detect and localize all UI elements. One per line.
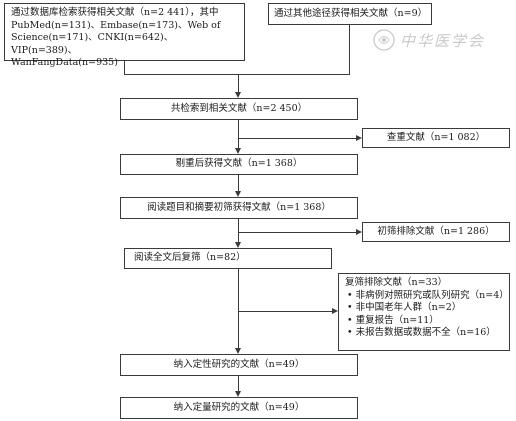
arrowhead-qualitative xyxy=(235,348,241,354)
connector-other-down xyxy=(349,25,350,74)
arrowhead-title-abstract xyxy=(235,191,241,197)
total-retrieved-label: 共检索到相关文献（n=2 450） xyxy=(170,102,308,114)
duplicates-label: 查重文献（n=1 082） xyxy=(386,131,486,143)
total-retrieved-box: 共检索到相关文献（n=2 450） xyxy=(120,98,358,120)
initial-excluded-label: 初筛排除文献（n=1 286） xyxy=(377,225,495,237)
recheck-excluded-box: 复筛排除文献（n=33） • 非病例对照研究或队列研究（n=4） • 非中国老年… xyxy=(338,273,510,351)
qualitative-included-label: 纳入定性研究的文献（n=49） xyxy=(173,358,305,370)
arrowhead-duplicates xyxy=(356,135,362,141)
initial-excluded-box: 初筛排除文献（n=1 286） xyxy=(362,222,510,242)
arrowhead-dedup xyxy=(235,148,241,154)
database-search-line-4: WanFangData(n=935) xyxy=(11,57,118,68)
connector-dedup-down xyxy=(238,175,239,191)
recheck-excluded-item: • 非中国老年人群（n=2） xyxy=(347,302,462,313)
connector-fulltext-down xyxy=(238,269,239,348)
connector-qualitative-down xyxy=(238,376,239,391)
database-search-line-2: PubMed(n=131)、Embase(n=173)、Web of xyxy=(11,19,221,31)
database-search-line-1: 通过数据库检索获得相关文献（n=2 441），其中 xyxy=(11,7,219,18)
connector-merge-horizontal xyxy=(124,74,350,75)
quantitative-included-label: 纳入定量研究的文献（n=49） xyxy=(173,401,305,413)
journal-seal-icon xyxy=(373,29,395,51)
connector-duplicates-branch xyxy=(238,138,356,139)
fulltext-review-box: 阅读全文后复筛（n=82） xyxy=(124,248,332,269)
arrowhead-recheck-excluded xyxy=(332,308,338,314)
arrowhead-fulltext xyxy=(235,242,241,248)
arrowhead-total xyxy=(235,92,241,98)
quantitative-included-box: 纳入定量研究的文献（n=49） xyxy=(120,397,358,419)
other-sources-label: 通过其他途径获得相关文献（n=9） xyxy=(274,7,428,19)
database-search-box: 通过数据库检索获得相关文献（n=2 441），其中 PubMed(n=131)、… xyxy=(4,3,245,68)
other-sources-box: 通过其他途径获得相关文献（n=9） xyxy=(268,3,432,25)
recheck-excluded-title: 复筛排除文献（n=33） xyxy=(345,277,448,288)
arrowhead-initial-excluded xyxy=(356,229,362,235)
after-dedup-box: 剔重后获得文献（n=1 368） xyxy=(120,154,358,175)
connector-screening-down xyxy=(238,219,239,242)
recheck-excluded-item: • 重复报告（n=11） xyxy=(347,314,439,326)
arrowhead-quantitative xyxy=(235,391,241,397)
watermark-text: 中华医学会 xyxy=(400,31,486,50)
connector-recheck-branch xyxy=(238,311,332,312)
duplicates-box: 查重文献（n=1 082） xyxy=(362,128,510,148)
connector-db-down xyxy=(124,61,125,74)
recheck-excluded-item: • 未报告数据或数据不全（n=16） xyxy=(347,327,496,338)
fulltext-review-label: 阅读全文后复筛（n=82） xyxy=(134,252,246,264)
connector-merge-down xyxy=(238,74,239,92)
after-dedup-label: 剔重后获得文献（n=1 368） xyxy=(175,158,303,170)
qualitative-included-box: 纳入定性研究的文献（n=49） xyxy=(120,354,358,376)
journal-watermark: 中华医学会 xyxy=(372,27,512,53)
database-search-line-3: Science(n=171)、CNKI(n=642)、VIP(n=389)、 xyxy=(11,32,174,56)
recheck-excluded-item: • 非病例对照研究或队列研究（n=4） xyxy=(347,289,509,301)
title-abstract-screening-box: 阅读题目和摘要初筛获得文献（n=1 368） xyxy=(120,197,358,219)
title-abstract-screening-label: 阅读题目和摘要初筛获得文献（n=1 368） xyxy=(147,201,331,213)
connector-initial-excluded-branch xyxy=(238,232,356,233)
recheck-excluded-list: • 非病例对照研究或队列研究（n=4） • 非中国老年人群（n=2） • 重复报… xyxy=(345,289,509,340)
connector-total-down xyxy=(238,120,239,148)
